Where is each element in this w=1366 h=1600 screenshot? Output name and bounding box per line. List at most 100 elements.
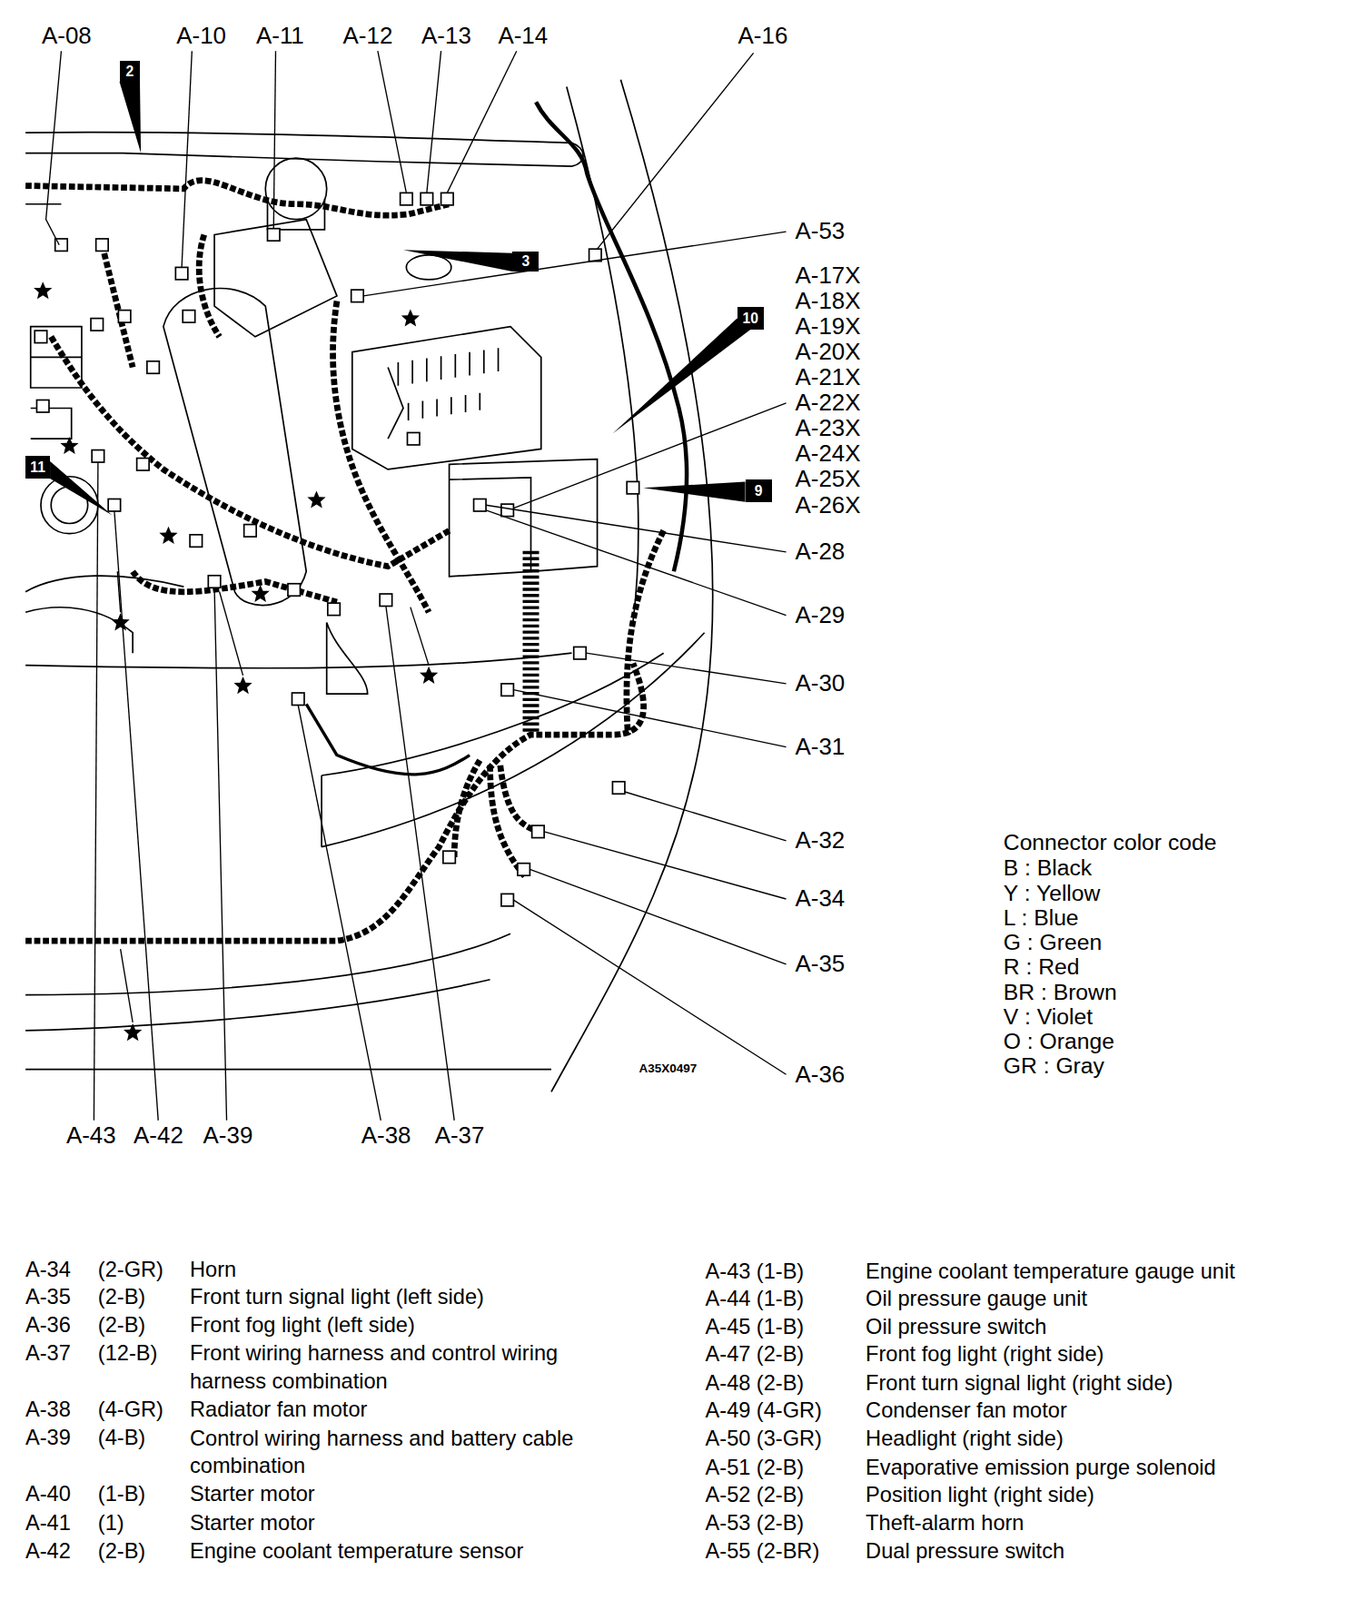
connector-label: A-36 xyxy=(794,1061,847,1089)
table-cell: A-40 xyxy=(24,1482,72,1507)
table-cell: (2-GR) xyxy=(97,1257,165,1283)
table-cell: A-50 xyxy=(704,1426,753,1452)
table-cell: Evaporative emission purge solenoid xyxy=(864,1455,1218,1481)
connector-label: A-37 xyxy=(434,1122,486,1150)
table-cell: A-53 xyxy=(704,1511,753,1536)
table-cell: (2-B) xyxy=(97,1539,147,1564)
connector-label: A-14 xyxy=(496,22,549,50)
legend-entry: BR : Brown xyxy=(1002,979,1119,1006)
connector-label: A-10 xyxy=(175,22,228,50)
table-cell: A-36 xyxy=(24,1313,72,1338)
table-cell: A-39 xyxy=(24,1425,72,1451)
table-cell: A-51 xyxy=(704,1455,753,1481)
connector-label: A-23X xyxy=(794,415,862,443)
figure-code: A35X0497 xyxy=(638,1061,699,1077)
callout-pointers xyxy=(49,81,751,516)
table-cell: Theft-alarm horn xyxy=(864,1511,1025,1536)
table-cell: Condenser fan motor xyxy=(864,1398,1069,1424)
table-cell: Front fog light (left side) xyxy=(188,1313,416,1338)
table-cell: (1-B) xyxy=(97,1482,147,1507)
table-cell: (2-BR) xyxy=(755,1539,821,1564)
table-cell: Oil pressure switch xyxy=(864,1315,1048,1340)
callout-number: 11 xyxy=(25,455,50,479)
connector-label: A-53 xyxy=(794,217,847,246)
table-cell: (2-B) xyxy=(755,1455,805,1481)
table-cell: Front turn signal light (left side) xyxy=(188,1285,486,1310)
connector-label: A-26X xyxy=(794,492,862,520)
callout-text: 11 xyxy=(29,459,46,476)
connectors xyxy=(34,192,639,906)
body-outline xyxy=(25,79,713,1093)
connector-label: A-17X xyxy=(794,262,862,290)
legend-entry: R : Red xyxy=(1002,954,1081,980)
connector-label: A-31 xyxy=(794,733,847,762)
table-cell: Front turn signal light (right side) xyxy=(864,1371,1174,1396)
connector-label: A-24X xyxy=(794,440,862,468)
callout-text: 2 xyxy=(125,63,134,80)
connector-label: A-11 xyxy=(255,22,306,50)
legend-entry: B : Black xyxy=(1002,855,1093,881)
star-marks xyxy=(33,281,438,1041)
table-cell: (2-B) xyxy=(755,1342,805,1367)
connector-label: A-25X xyxy=(794,465,862,494)
callout-number: 2 xyxy=(119,60,140,81)
table-cell: (2-B) xyxy=(97,1285,147,1310)
connector-label: A-38 xyxy=(360,1122,413,1150)
connector-label: A-34 xyxy=(794,885,847,913)
table-cell: Control wiring harness and battery cable… xyxy=(188,1425,641,1480)
callout-text: 3 xyxy=(522,253,531,270)
table-cell: (4-GR) xyxy=(97,1397,165,1423)
table-cell: Radiator fan motor xyxy=(188,1397,368,1423)
table-cell: Position light (right side) xyxy=(864,1483,1096,1508)
table-cell: A-42 xyxy=(24,1539,72,1564)
table-cell: Headlight (right side) xyxy=(864,1426,1065,1452)
table-cell: A-34 xyxy=(24,1257,72,1283)
table-cell: (2-B) xyxy=(755,1511,805,1536)
connector-label: A-13 xyxy=(420,22,473,50)
table-cell: A-43 xyxy=(704,1259,753,1285)
connector-label: A-39 xyxy=(202,1122,255,1150)
connector-label: A-18X xyxy=(794,287,862,316)
legend-entry: V : Violet xyxy=(1002,1004,1094,1030)
connector-label: A-43 xyxy=(65,1122,118,1150)
connector-label: A-32 xyxy=(794,827,847,855)
connector-label: A-08 xyxy=(40,22,93,50)
table-cell: (4-GR) xyxy=(755,1398,823,1424)
table-cell: A-41 xyxy=(24,1511,72,1536)
table-cell: Dual pressure switch xyxy=(864,1539,1066,1564)
table-cell: (3-GR) xyxy=(755,1426,823,1452)
table-cell: Engine coolant temperature gauge unit xyxy=(864,1259,1237,1285)
table-cell: (1-B) xyxy=(755,1259,805,1285)
table-cell: (1) xyxy=(97,1511,126,1536)
table-cell: (4-B) xyxy=(97,1425,147,1451)
legend-entry: O : Orange xyxy=(1002,1029,1116,1055)
table-cell: (2-B) xyxy=(755,1371,805,1396)
callout-number: 10 xyxy=(737,306,764,330)
table-cell: A-35 xyxy=(24,1285,72,1310)
table-cell: (2-B) xyxy=(755,1483,805,1508)
connector-label: A-42 xyxy=(132,1122,185,1150)
table-cell: (12-B) xyxy=(97,1341,159,1366)
leader-lines xyxy=(46,50,787,1121)
legend-entry: Y : Yellow xyxy=(1002,880,1102,907)
table-cell: A-55 xyxy=(704,1539,753,1564)
connector-label: A-20X xyxy=(794,338,862,367)
connector-label: A-28 xyxy=(794,538,847,566)
table-cell: (1-B) xyxy=(755,1286,805,1312)
connector-label: A-22X xyxy=(794,389,862,417)
table-cell: Starter motor xyxy=(188,1511,317,1536)
table-cell: Front wiring harness and control wiring … xyxy=(188,1339,641,1395)
table-cell: A-49 xyxy=(704,1398,753,1424)
table-cell: A-48 xyxy=(704,1371,753,1396)
table-cell: Starter motor xyxy=(188,1482,317,1507)
callout-number: 9 xyxy=(745,479,773,503)
legend-entry: GR : Gray xyxy=(1002,1053,1106,1079)
connector-label: A-16 xyxy=(737,22,790,50)
legend-title: Connector color code xyxy=(1002,830,1218,856)
connector-label: A-30 xyxy=(794,670,847,698)
table-cell: Horn xyxy=(188,1257,238,1283)
table-cell: A-45 xyxy=(704,1315,753,1340)
table-cell: A-44 xyxy=(704,1286,753,1312)
table-cell: A-47 xyxy=(704,1342,753,1367)
